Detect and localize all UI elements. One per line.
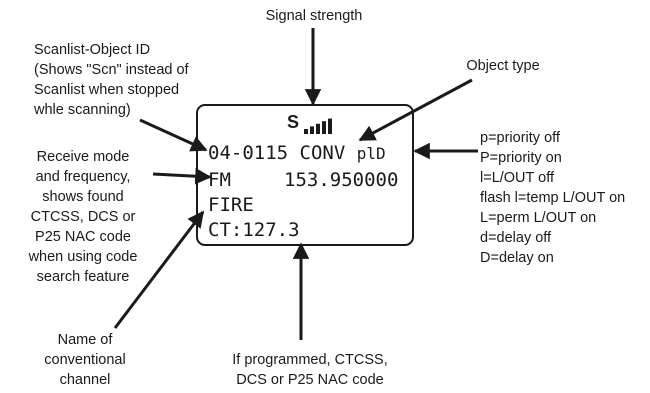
receive-frequency: 153.950000 [284, 169, 399, 191]
signal-bar [322, 121, 326, 134]
label-line: L=perm L/OUT on [480, 210, 597, 226]
object-flags: plD [356, 144, 386, 163]
label-line: P25 NAC code [35, 229, 131, 245]
label-scanlist-object-id: Scanlist-Object ID (Shows "Scn" instead … [34, 40, 189, 120]
label-line: shows found [42, 189, 124, 205]
signal-bar [304, 129, 308, 134]
signal-bars [304, 118, 332, 134]
label-line: CTCSS, DCS or [30, 209, 136, 225]
label-object-type: Object type [438, 56, 568, 76]
object-type: CONV [299, 142, 346, 164]
label-line: d=delay off [480, 230, 552, 246]
label-line: conventional [44, 352, 126, 368]
signal-bar [310, 126, 314, 134]
lcd-frequency: 153.950000 [284, 169, 398, 191]
label-text: Signal strength [265, 8, 363, 24]
label-line: whle scanning) [34, 102, 131, 118]
label-line: P=priority on [480, 150, 562, 166]
label-line: Scanlist-Object ID [34, 42, 151, 58]
tone-code: CT:127.3 [208, 219, 300, 241]
receive-mode: FM [208, 169, 231, 191]
arrow-object-type [358, 78, 473, 142]
lcd-row-1: 04-0115 CONV plD [208, 142, 386, 165]
label-line: Scanlist when stopped [34, 82, 180, 98]
label-line: channel [59, 372, 111, 388]
label-signal-strength: Signal strength [254, 6, 374, 26]
label-programmed-code: If programmed, CTCSS, DCS or P25 NAC cod… [215, 350, 405, 390]
label-line: and frequency, [35, 169, 131, 185]
label-line: flash l=temp L/OUT on [480, 190, 626, 206]
label-line: search feature [36, 269, 130, 285]
label-receive-mode: Receive mode and frequency, shows found … [8, 147, 158, 287]
label-line: p=priority off [480, 130, 560, 146]
scanlist-object-id: 04-0115 [208, 142, 289, 164]
label-line: (Shows "Scn" instead of [34, 62, 189, 78]
label-line: D=delay on [480, 250, 554, 266]
channel-name: FIRE [208, 194, 254, 216]
label-flags-legend: p=priority off P=priority on l=L/OUT off… [480, 128, 625, 268]
signal-strength-indicator: S [287, 112, 299, 132]
label-line: when using code [28, 249, 138, 265]
lcd-row-3: FIRE [208, 194, 254, 216]
label-line: Name of [57, 332, 113, 348]
label-line: l=L/OUT off [480, 170, 555, 186]
label-line: If programmed, CTCSS, [232, 352, 388, 368]
lcd-row-4: CT:127.3 [208, 219, 300, 241]
signal-letter: S [287, 112, 300, 132]
label-line: Receive mode [36, 149, 130, 165]
label-text: Object type [466, 58, 540, 74]
signal-bar [316, 123, 320, 134]
lcd-row-2: FM [208, 169, 231, 191]
label-line: DCS or P25 NAC code [236, 372, 384, 388]
arrow-channel-name [113, 210, 205, 329]
signal-bar [328, 118, 332, 134]
arrow-receive-mode [152, 167, 212, 185]
signal-bars-icon [304, 118, 332, 134]
label-channel-name: Name of conventional channel [30, 330, 140, 390]
arrow-scanlist-id [139, 118, 208, 152]
